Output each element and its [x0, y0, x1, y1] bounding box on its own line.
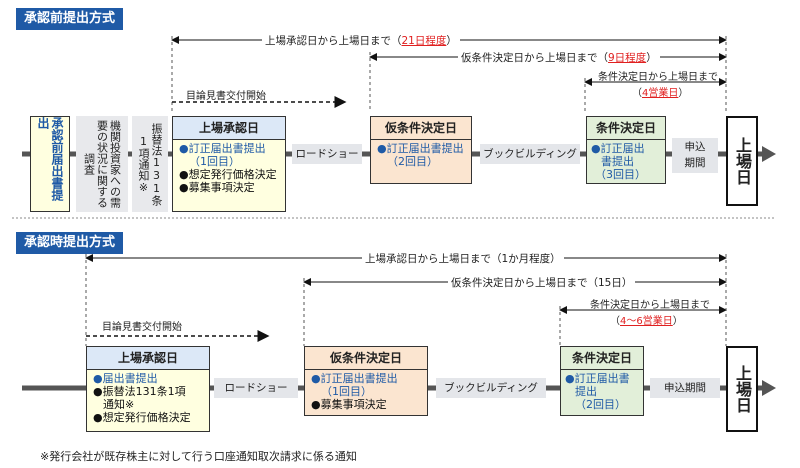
span-approval-to-listing-label: 上場承認日から上場日まで（21日程度） — [262, 33, 460, 48]
span-value: 9日程度 — [608, 52, 647, 64]
condition-line: ●訂正届出書 — [565, 372, 630, 385]
condition-date-title: 条件決定日 — [561, 347, 643, 370]
provisional-date-title: 仮条件決定日 — [371, 117, 471, 140]
investor-survey-text: 機関投資家への需要の状況に関する調査 — [82, 120, 122, 208]
s2-condition-date-box: 条件決定日 ●訂正届出書 提出 （2回目） — [560, 346, 644, 416]
span-text: 上場承認日から上場日まで — [265, 35, 391, 47]
s1-listing-date: 上場日 — [726, 116, 758, 206]
transfer-notice-text: 振替法131条1項通知※ — [137, 122, 163, 206]
transfer-notice-box: 振替法131条1項通知※ — [132, 116, 168, 212]
s1-provisional-date-box: 仮条件決定日 ●訂正届出書提出 （2回目） — [370, 116, 472, 184]
approval-line: ●想定発行価格決定 — [93, 411, 191, 424]
approval-date-title: 上場承認日 — [87, 347, 209, 370]
section-title-at-approval: 承認時提出方式 — [16, 232, 124, 254]
approval-date-title: 上場承認日 — [173, 117, 285, 140]
span-provisional-to-listing-label: 仮条件決定日から上場日まで（9日程度） — [458, 50, 660, 65]
s2-span-condition-label: 条件決定日から上場日まで — [590, 300, 710, 311]
condition-line: ●訂正届出 — [591, 142, 645, 155]
s2-approval-date-box: 上場承認日 ●届出書提出 ●振替法131条1項 通知※ ●想定発行価格決定 — [86, 346, 210, 432]
s2-application-period: 申込期間 — [650, 378, 720, 398]
span-condition-value: （4営業日） — [632, 88, 689, 99]
section-title-pre-approval: 承認前提出方式 — [16, 8, 124, 30]
footnote: ※発行会社が既存株主に対して行う口座通知取次請求に係る通知 — [40, 450, 357, 463]
s2-bookbuilding: ブックビルディング — [436, 378, 546, 398]
provisional-date-title: 仮条件決定日 — [305, 347, 427, 370]
approval-line: ●訂正届出書提出 — [179, 142, 266, 155]
s2-provisional-date-box: 仮条件決定日 ●訂正届出書提出 （1回目） ●募集事項決定 — [304, 346, 428, 416]
provisional-line: （2回目） — [387, 155, 438, 168]
listing-date-text: 上場日 — [733, 365, 752, 413]
span-value: 21日程度 — [401, 35, 447, 47]
s1-condition-date-box: 条件決定日 ●訂正届出 書提出 （3回目） — [586, 116, 666, 184]
condition-line: 提出 — [575, 385, 597, 398]
s1-bookbuilding: ブックビルディング — [480, 144, 580, 164]
s2-span-provisional-label: 仮条件決定日から上場日まで（15日） — [448, 275, 636, 290]
s1-approval-date-box: 上場承認日 ●訂正届出書提出 （1回目） ●想定発行価格決定 ●募集事項決定 — [172, 116, 286, 212]
pre-approval-filing-box: 承認前届出書提出 — [30, 116, 70, 212]
s1-roadshow: ロードショー — [292, 144, 362, 164]
approval-line: ●募集事項決定 — [179, 181, 255, 194]
condition-line: （3回目） — [595, 168, 646, 181]
approval-line: ●想定発行価格決定 — [179, 168, 277, 181]
listing-date-text: 上場日 — [733, 137, 752, 185]
span-value-red: 4営業日 — [642, 88, 679, 99]
s1-application-period: 申込期間 — [672, 138, 718, 173]
prospectus-start-label: 目論見書交付開始 — [186, 91, 266, 102]
provisional-line: ●募集事項決定 — [311, 398, 387, 411]
approval-line: 通知※ — [103, 398, 135, 411]
span-text: 仮条件決定日から上場日まで — [461, 52, 598, 64]
provisional-line: （1回目） — [321, 385, 372, 398]
condition-line: 書提出 — [601, 155, 634, 168]
condition-line: （2回目） — [575, 398, 626, 411]
s2-prospectus-start-label: 目論見書交付開始 — [102, 322, 182, 333]
span-value-red: 4～6営業日 — [620, 316, 673, 327]
condition-date-title: 条件決定日 — [587, 117, 665, 140]
s2-span-condition-value: （4～6営業日） — [610, 316, 683, 327]
approval-line: ●振替法131条1項 — [93, 385, 186, 398]
provisional-line: ●訂正届出書提出 — [377, 142, 464, 155]
approval-line: （1回目） — [189, 155, 240, 168]
provisional-line: ●訂正届出書提出 — [311, 372, 398, 385]
filing-box-text: 承認前届出書提出 — [36, 117, 64, 201]
s2-listing-date: 上場日 — [726, 346, 758, 432]
approval-line: ●届出書提出 — [93, 372, 158, 385]
s2-roadshow: ロードショー — [214, 378, 298, 398]
investor-survey-box: 機関投資家への需要の状況に関する調査 — [76, 116, 128, 212]
span-condition-to-listing-label: 条件決定日から上場日まで — [598, 72, 718, 83]
application-text: 申込期間 — [684, 141, 706, 169]
s2-span-approval-label: 上場承認日から上場日まで（1か月程度） — [362, 251, 564, 266]
